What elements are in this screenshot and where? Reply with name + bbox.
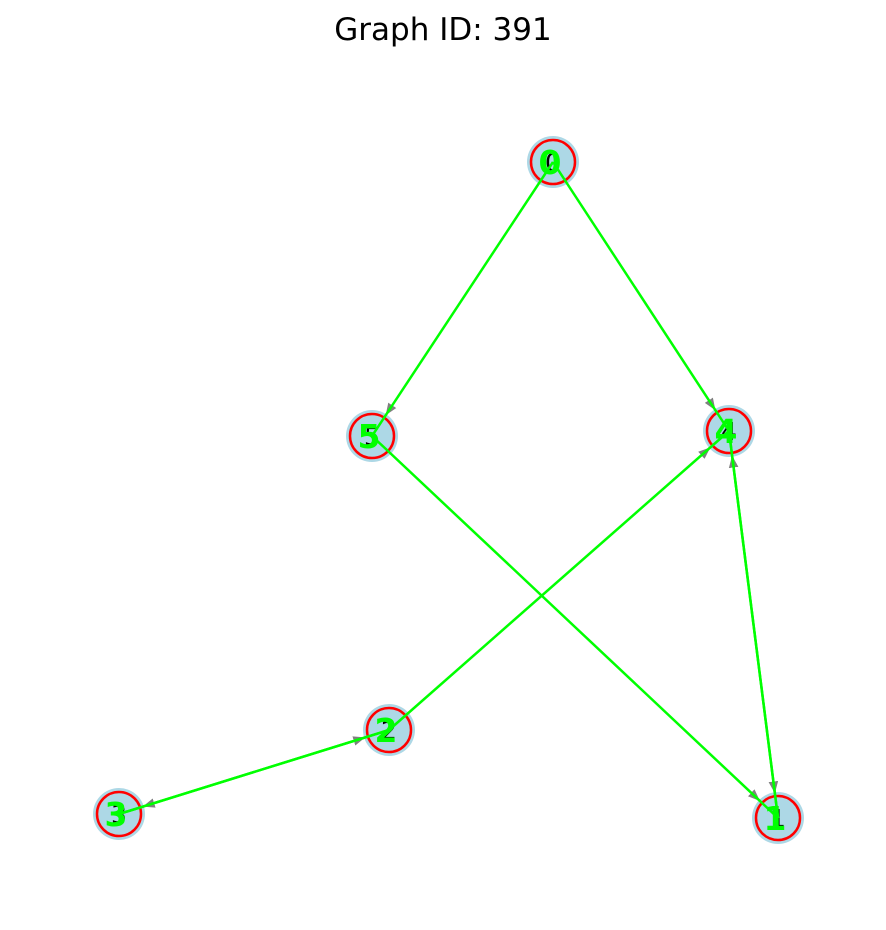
- edge-overlay-layer: [118, 161, 780, 819]
- node-ring-overlay: [705, 407, 753, 455]
- graph-title: Graph ID: 391: [334, 12, 552, 48]
- overlay-label-layer: 0 1 2 3 4 5: [105, 143, 787, 838]
- node-overlay-label: 0: [539, 143, 562, 182]
- node-ring-overlay: [754, 794, 802, 842]
- node-overlay-label: 1: [764, 799, 787, 838]
- node-layer: 0 1 2 3 4 5: [93, 136, 804, 844]
- node-ring-overlay: [95, 790, 143, 838]
- node-overlay-label: 4: [715, 412, 738, 451]
- node-label: 3: [111, 800, 127, 829]
- node-ring-overlay: [348, 412, 396, 460]
- node-ring-overlay: [365, 706, 413, 754]
- edge-overlay-1-4: [727, 430, 780, 819]
- node-overlay-label: 5: [358, 417, 381, 456]
- node-ring-overlay: [529, 138, 577, 186]
- node-overlay-label: 2: [375, 711, 398, 750]
- edge-overlay-2-4: [388, 430, 730, 731]
- node-label: 1: [770, 804, 786, 833]
- edge-overlay-0-5: [370, 161, 555, 437]
- edge-overlay-5-1: [371, 435, 779, 819]
- edge-arrow-layer: [142, 183, 779, 808]
- edge-overlay-0-4: [551, 161, 731, 432]
- edge-overlay-3-2: [118, 728, 390, 816]
- node-overlay-label: 3: [105, 795, 128, 834]
